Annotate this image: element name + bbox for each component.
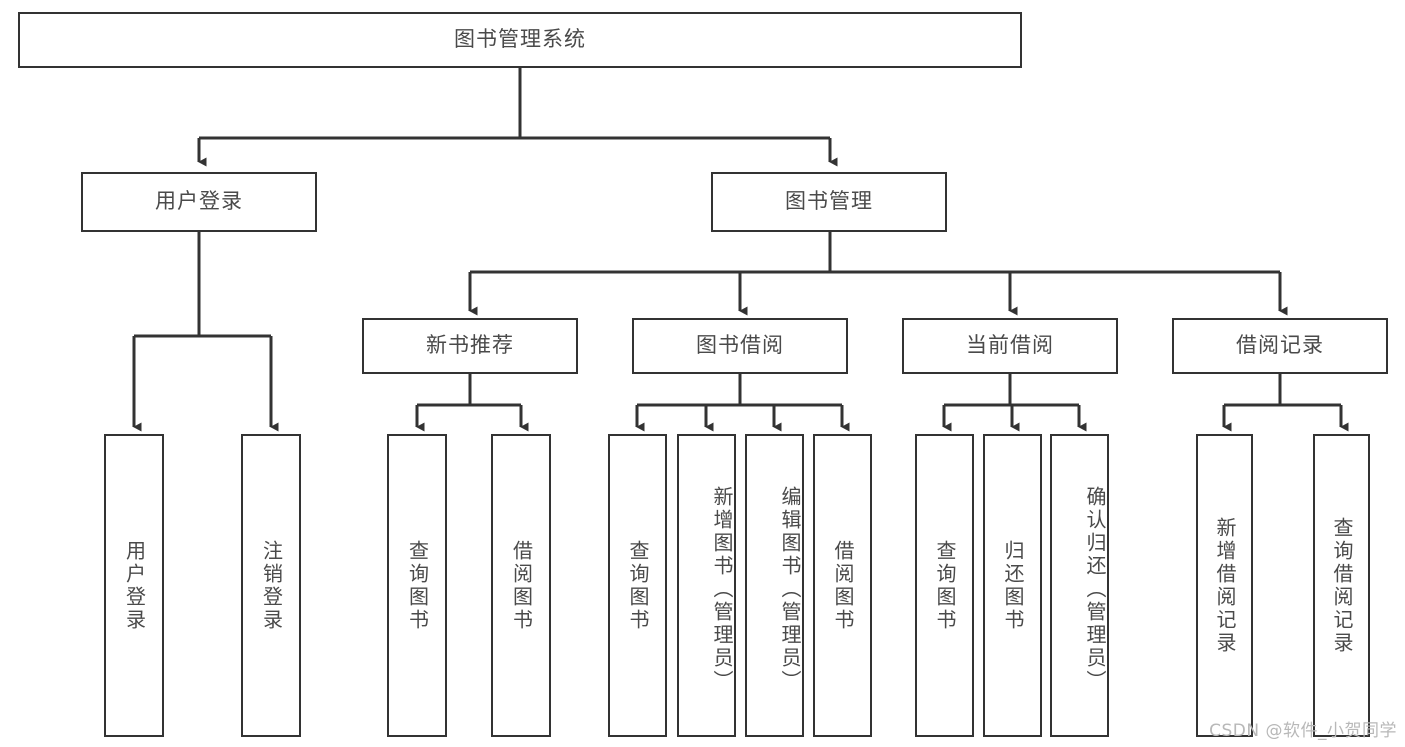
node-label: 归还图书 — [1001, 539, 1025, 632]
node-label: 新增图书（管理员） — [710, 486, 734, 693]
node-label: 用户登录 — [155, 189, 243, 214]
node-label: 借阅图书 — [831, 539, 855, 632]
node-label: 注销登录 — [259, 539, 284, 632]
leaf-book-borrow-add-book-admin[interactable]: 新增图书（管理员） — [677, 434, 736, 737]
node-user-login[interactable]: 用户登录 — [81, 172, 317, 232]
leaf-current-borrow-query-book[interactable]: 查询图书 — [915, 434, 974, 737]
leaf-current-borrow-confirm-return-admin[interactable]: 确认归还（管理员） — [1050, 434, 1109, 737]
leaf-book-borrow-query-book[interactable]: 查询图书 — [608, 434, 667, 737]
node-book-management[interactable]: 图书管理 — [711, 172, 947, 232]
node-label: 新增借阅记录 — [1213, 516, 1237, 655]
leaf-user-login-logout[interactable]: 注销登录 — [241, 434, 301, 737]
leaf-current-borrow-return-book[interactable]: 归还图书 — [983, 434, 1042, 737]
node-label: 查询借阅记录 — [1330, 516, 1354, 655]
node-label: 借阅图书 — [509, 539, 534, 632]
node-label: 图书管理系统 — [454, 27, 586, 52]
node-label: 查询图书 — [626, 539, 650, 632]
node-label: 图书借阅 — [696, 333, 784, 358]
leaf-borrow-record-add-record[interactable]: 新增借阅记录 — [1196, 434, 1253, 737]
leaf-new-book-query-book[interactable]: 查询图书 — [387, 434, 447, 737]
node-label: 确认归还（管理员） — [1083, 486, 1107, 693]
node-book-borrow[interactable]: 图书借阅 — [632, 318, 848, 374]
node-label: 新书推荐 — [426, 333, 514, 358]
node-label: 图书管理 — [785, 189, 873, 214]
node-new-book-recommend[interactable]: 新书推荐 — [362, 318, 578, 374]
node-label: 编辑图书（管理员） — [778, 486, 802, 693]
leaf-book-borrow-edit-book-admin[interactable]: 编辑图书（管理员） — [745, 434, 804, 737]
node-borrow-record[interactable]: 借阅记录 — [1172, 318, 1388, 374]
node-root-book-management-system[interactable]: 图书管理系统 — [18, 12, 1022, 68]
leaf-new-book-borrow-book[interactable]: 借阅图书 — [491, 434, 551, 737]
node-current-borrow[interactable]: 当前借阅 — [902, 318, 1118, 374]
node-label: 用户登录 — [122, 539, 147, 632]
leaf-user-login-login[interactable]: 用户登录 — [104, 434, 164, 737]
node-label: 当前借阅 — [966, 333, 1054, 358]
node-label: 查询图书 — [933, 539, 957, 632]
node-label: 查询图书 — [405, 539, 430, 632]
node-label: 借阅记录 — [1236, 333, 1324, 358]
leaf-borrow-record-query-record[interactable]: 查询借阅记录 — [1313, 434, 1370, 737]
leaf-book-borrow-borrow-book[interactable]: 借阅图书 — [813, 434, 872, 737]
